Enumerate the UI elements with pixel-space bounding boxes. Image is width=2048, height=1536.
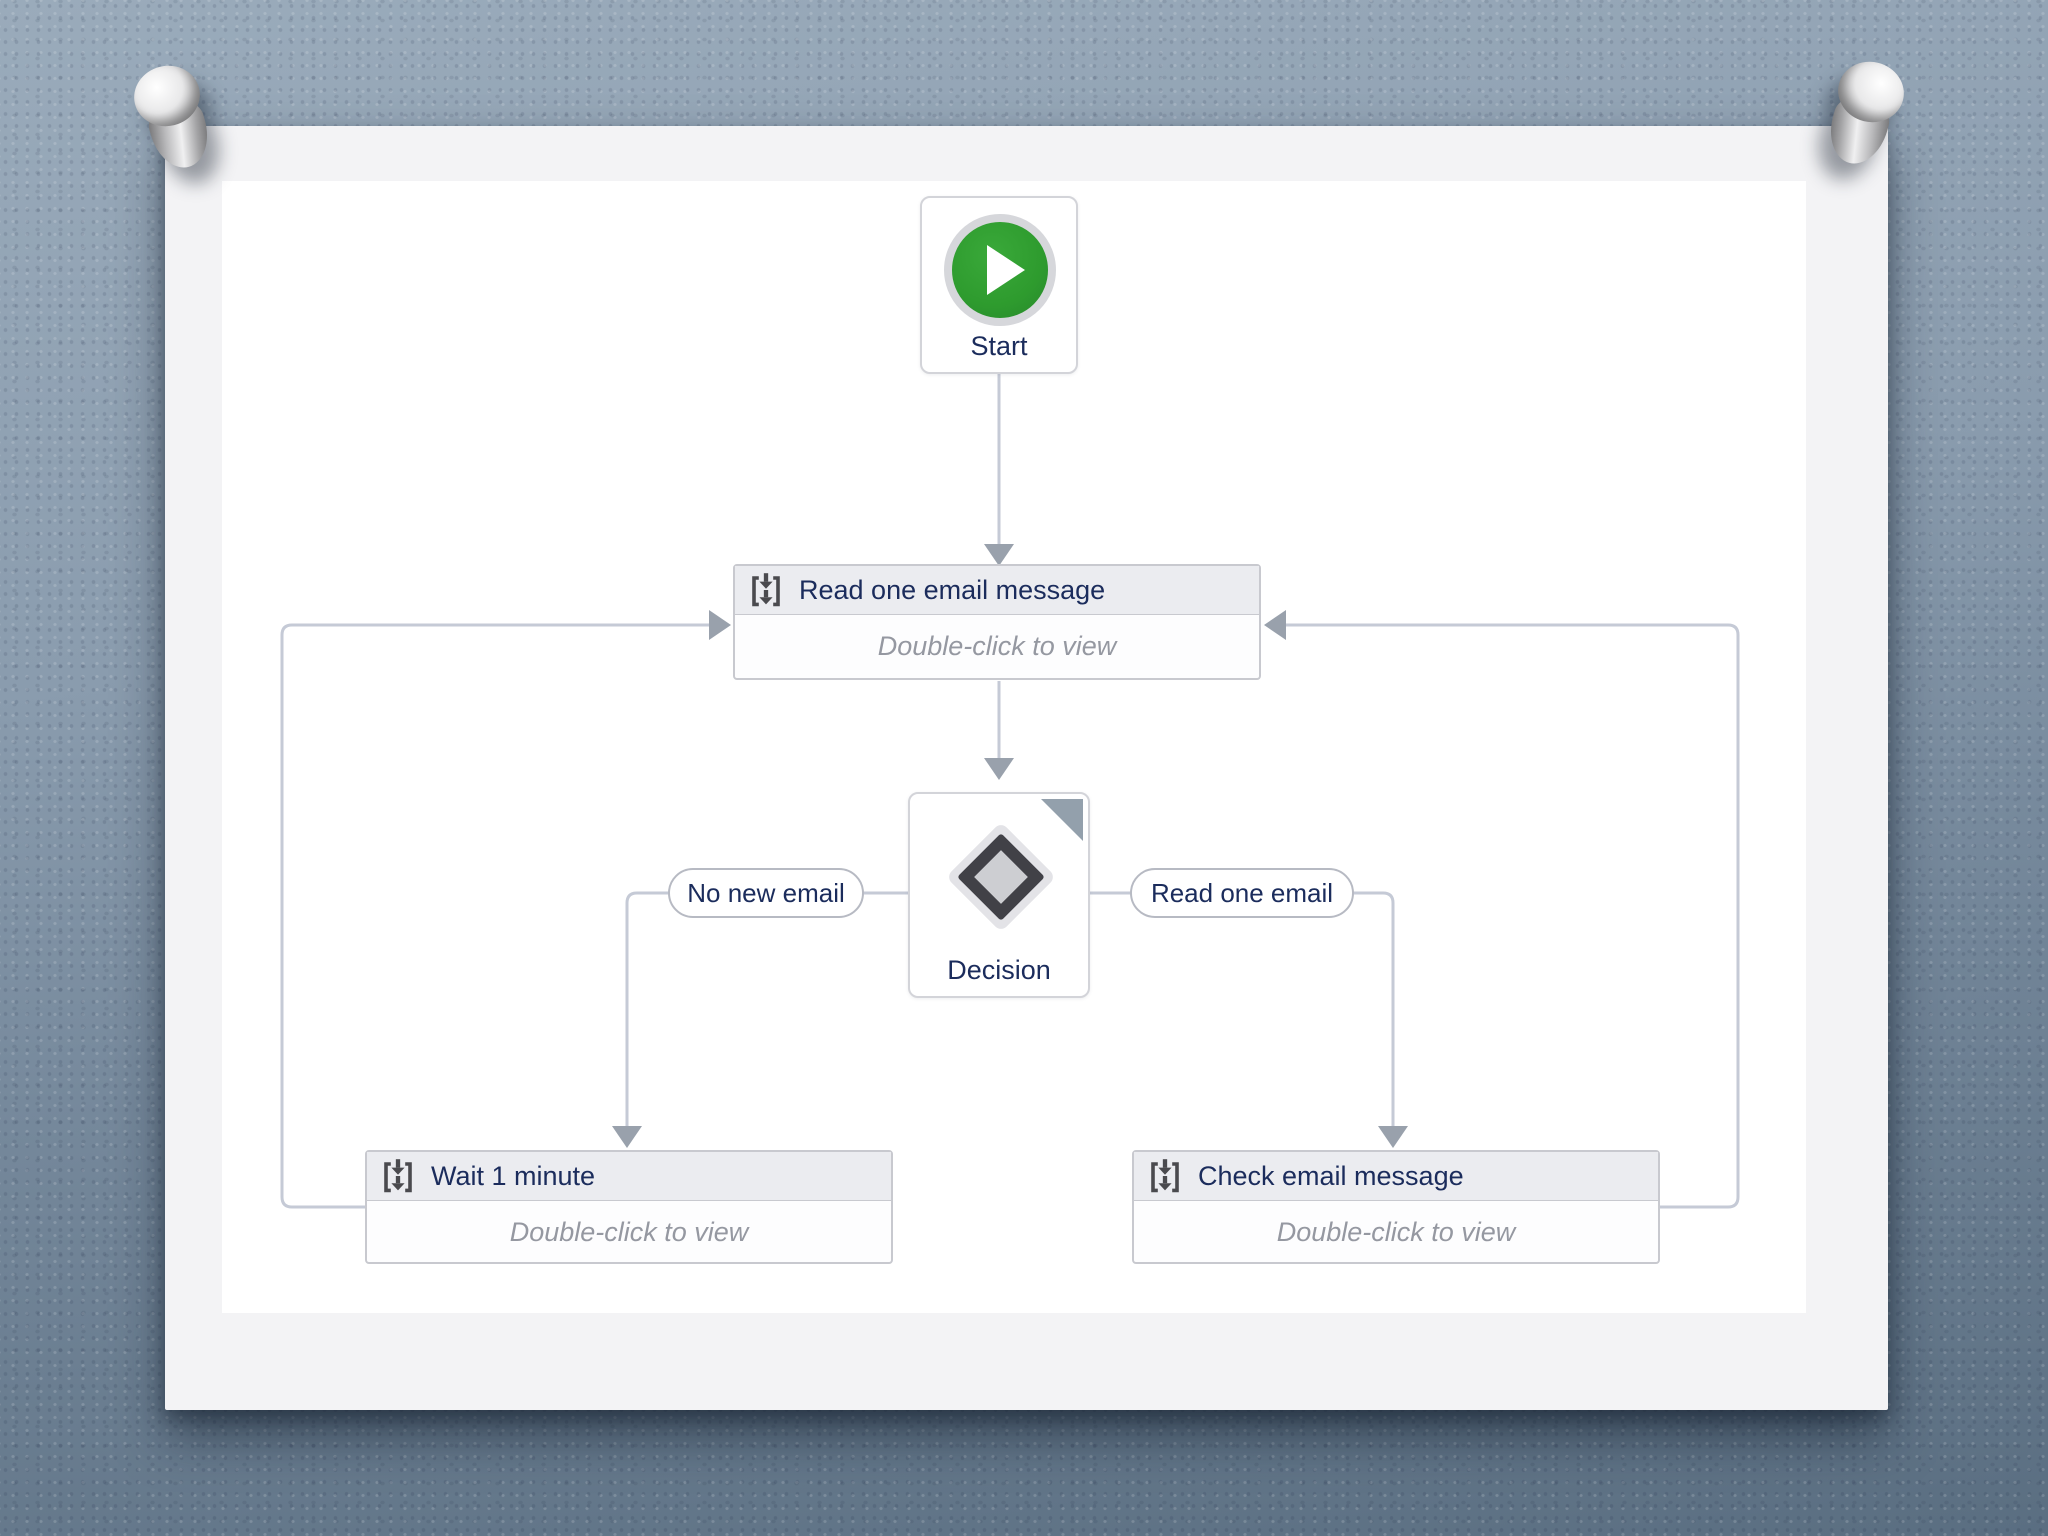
read-email-node-hint[interactable]: Double-click to view: [877, 630, 1117, 661]
corner-fold-icon: [1041, 799, 1083, 841]
connector-decision-to-wait: [625, 891, 908, 1126]
diamond-inner: [957, 833, 1045, 921]
arrowhead-right-icon: [709, 610, 731, 640]
check-email-node[interactable]: Check email message Double-click to view: [1132, 1150, 1660, 1264]
subtask-icon: [752, 573, 780, 607]
start-node-label: Start: [970, 331, 1028, 361]
arrowhead-down-icon: [984, 544, 1014, 566]
connector-wait-loop-to-read: [280, 623, 709, 1209]
check-email-node-header: Check email message: [1134, 1152, 1658, 1201]
connector-check-loop-to-read: [1286, 623, 1740, 1209]
decision-node[interactable]: Decision: [908, 792, 1090, 998]
wait-node-title: Wait 1 minute: [431, 1160, 596, 1191]
wait-node-header: Wait 1 minute: [367, 1152, 891, 1201]
read-email-node-title: Read one email message: [799, 574, 1106, 605]
play-triangle-icon: [987, 245, 1025, 295]
wait-node-hint[interactable]: Double-click to view: [509, 1216, 749, 1247]
read-email-node[interactable]: Read one email message Double-click to v…: [733, 564, 1261, 680]
check-email-node-hint[interactable]: Double-click to view: [1276, 1216, 1516, 1247]
check-email-node-title: Check email message: [1198, 1160, 1464, 1191]
arrowhead-down-icon: [984, 758, 1014, 780]
connector-decision-to-check: [1090, 891, 1395, 1126]
branch-label-read-one-email[interactable]: Read one email: [1130, 868, 1354, 918]
pushpin-icon: [118, 58, 228, 182]
arrowhead-down-icon: [1378, 1126, 1408, 1148]
read-email-node-header: Read one email message: [735, 566, 1259, 615]
play-icon: [944, 214, 1056, 326]
branch-label-no-new-email[interactable]: No new email: [668, 868, 864, 918]
arrowhead-down-icon: [612, 1126, 642, 1148]
pushpin-icon: [1810, 54, 1920, 178]
start-node[interactable]: Start: [920, 196, 1078, 374]
wait-node[interactable]: Wait 1 minute Double-click to view: [365, 1150, 893, 1264]
decision-node-label: Decision: [947, 955, 1051, 985]
arrowhead-left-icon: [1264, 610, 1286, 640]
subtask-icon: [384, 1159, 412, 1193]
diamond-icon: [945, 821, 1057, 933]
subtask-icon: [1151, 1159, 1179, 1193]
